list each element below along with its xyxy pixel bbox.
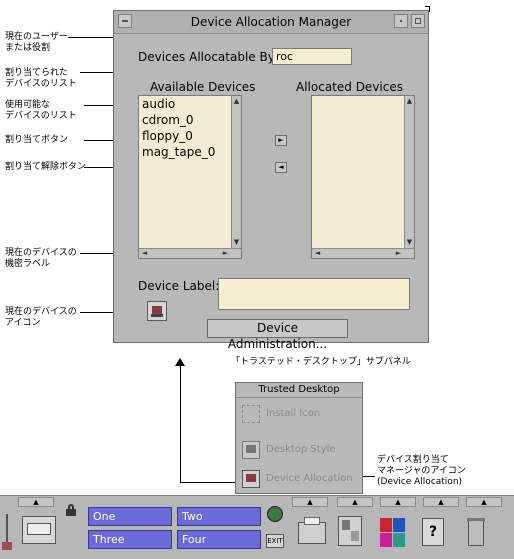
- subpanel-item-label: Install Icon: [266, 408, 321, 419]
- subpanel-item-label: Device Allocation: [266, 473, 353, 484]
- desktop-style-icon: [242, 441, 260, 459]
- exit-button[interactable]: EXIT: [266, 534, 284, 548]
- maximize-icon: [415, 18, 421, 24]
- allocated-vertical-scrollbar[interactable]: ▲ ▼: [404, 96, 414, 248]
- exit-label: EXIT: [267, 537, 283, 545]
- allocatable-by-field[interactable]: roc: [272, 48, 352, 65]
- allocate-button[interactable]: ►: [275, 135, 287, 146]
- leader-subpanel-h: [180, 482, 238, 483]
- allocated-horizontal-scrollbar[interactable]: ◄ ►: [312, 248, 414, 258]
- arrow-up-icon: [175, 358, 185, 366]
- list-item[interactable]: mag_tape_0: [142, 145, 216, 159]
- allocatable-by-value: roc: [276, 50, 294, 63]
- callout-subpanel: 「トラステッド・デスクトップ」サブパネル: [231, 357, 411, 367]
- allocatable-by-label: Devices Allocatable By:: [138, 50, 278, 64]
- device-label-field[interactable]: [218, 278, 410, 310]
- scroll-right-icon[interactable]: ►: [395, 249, 402, 257]
- workspace-button-two[interactable]: Two: [177, 507, 261, 526]
- leader-top-right-h: [425, 6, 430, 7]
- scroll-left-icon[interactable]: ◄: [314, 249, 321, 257]
- globe-icon[interactable]: [267, 506, 283, 522]
- allocated-devices-list[interactable]: ▲ ▼ ◄ ►: [311, 95, 415, 259]
- list-item[interactable]: audio: [142, 97, 176, 111]
- available-vertical-scrollbar[interactable]: ▲ ▼: [231, 96, 241, 248]
- subpanel-tab[interactable]: ▲: [380, 497, 416, 507]
- callout-device-label: 現在のデバイスの 機密ラベル: [5, 248, 77, 269]
- subpanel-item-label: Desktop Style: [266, 444, 336, 455]
- device-glyph: [152, 306, 162, 314]
- device-administration-button[interactable]: Device Administration...: [207, 319, 348, 351]
- device-icon: [147, 301, 167, 321]
- style-manager-icon[interactable]: [380, 518, 406, 548]
- subpanel-item-device-allocation[interactable]: Device Allocation: [240, 468, 358, 490]
- subpanel-item-install-icon[interactable]: Install Icon: [240, 403, 358, 425]
- deallocate-button[interactable]: ◄: [275, 162, 287, 173]
- trusted-desktop-subpanel: Trusted Desktop Install Icon Desktop Sty…: [235, 382, 363, 494]
- allocated-devices-header: Allocated Devices: [296, 80, 403, 94]
- device-allocation-icon: [242, 470, 260, 488]
- scroll-down-icon[interactable]: ▼: [406, 238, 413, 246]
- window-titlebar[interactable]: Device Allocation Manager: [114, 11, 428, 34]
- printer-icon[interactable]: [298, 517, 326, 544]
- subpanel-tab[interactable]: ▲: [466, 497, 502, 507]
- subpanel-title: Trusted Desktop: [236, 383, 362, 398]
- subpanel-item-desktop-style[interactable]: Desktop Style: [240, 439, 358, 461]
- callout-device-icon: 現在のデバイスの アイコン: [5, 307, 77, 328]
- scroll-right-icon[interactable]: ►: [222, 249, 229, 257]
- install-icon-icon: [242, 405, 260, 423]
- leader-top-right: [429, 6, 430, 12]
- available-devices-header: Available Devices: [150, 80, 256, 94]
- scroll-up-icon[interactable]: ▲: [233, 97, 240, 105]
- file-manager-icon[interactable]: [338, 516, 362, 546]
- device-glyph-base: [151, 314, 163, 317]
- mail-icon[interactable]: [22, 516, 56, 544]
- minimize-icon: [400, 20, 402, 22]
- leader-manager-icon: [357, 476, 375, 477]
- available-devices-list[interactable]: audio cdrom_0 floppy_0 mag_tape_0 ▲ ▼ ◄ …: [138, 95, 242, 259]
- subpanel-tab[interactable]: ▲: [18, 497, 54, 507]
- help-icon[interactable]: ?: [422, 518, 444, 546]
- callout-allocated-list: 割り当てられた デバイスのリスト: [5, 68, 77, 89]
- subpanel-tab[interactable]: ▲: [423, 497, 459, 507]
- callout-manager-icon: デバイス割り当て マネージャのアイコン (Device Allocation): [377, 455, 466, 487]
- window-menu-button[interactable]: [118, 14, 132, 28]
- scroll-up-icon[interactable]: ▲: [406, 97, 413, 105]
- callout-available-list: 使用可能な デバイスのリスト: [5, 100, 77, 121]
- available-horizontal-scrollbar[interactable]: ◄ ►: [139, 248, 241, 258]
- scroll-down-icon[interactable]: ▼: [233, 238, 240, 246]
- window-title: Device Allocation Manager: [190, 15, 352, 29]
- subpanel-tab[interactable]: ▲: [337, 497, 373, 507]
- lock-icon[interactable]: [66, 504, 76, 516]
- leader-subpanel-v: [180, 365, 181, 482]
- scroll-left-icon[interactable]: ◄: [141, 249, 148, 257]
- list-item[interactable]: floppy_0: [142, 129, 193, 143]
- front-panel: ▲ ▲ ▲ ▲ ▲ ▲ One Two Three Four EXIT ?: [0, 495, 514, 559]
- subpanel-tab[interactable]: ▲: [292, 497, 328, 507]
- maximize-button[interactable]: [411, 14, 425, 28]
- trash-icon[interactable]: [467, 518, 485, 546]
- callout-deallocate-button: 割り当て解除ボタン: [5, 162, 87, 172]
- workspace-button-one[interactable]: One: [88, 507, 172, 526]
- device-allocation-window: Device Allocation Manager Devices Alloca…: [113, 10, 429, 351]
- leader-available: [84, 105, 138, 106]
- clock-icon[interactable]: [2, 514, 12, 552]
- list-item[interactable]: cdrom_0: [142, 113, 194, 127]
- callout-allocate-button: 割り当てボタン: [5, 135, 69, 145]
- callout-current-user: 現在のユーザー または役割: [5, 32, 68, 53]
- minimize-button[interactable]: [394, 14, 408, 28]
- menu-icon: [122, 20, 128, 22]
- device-label-caption: Device Label:: [138, 279, 220, 293]
- workspace-button-three[interactable]: Three: [88, 530, 172, 549]
- workspace-button-four[interactable]: Four: [177, 530, 261, 549]
